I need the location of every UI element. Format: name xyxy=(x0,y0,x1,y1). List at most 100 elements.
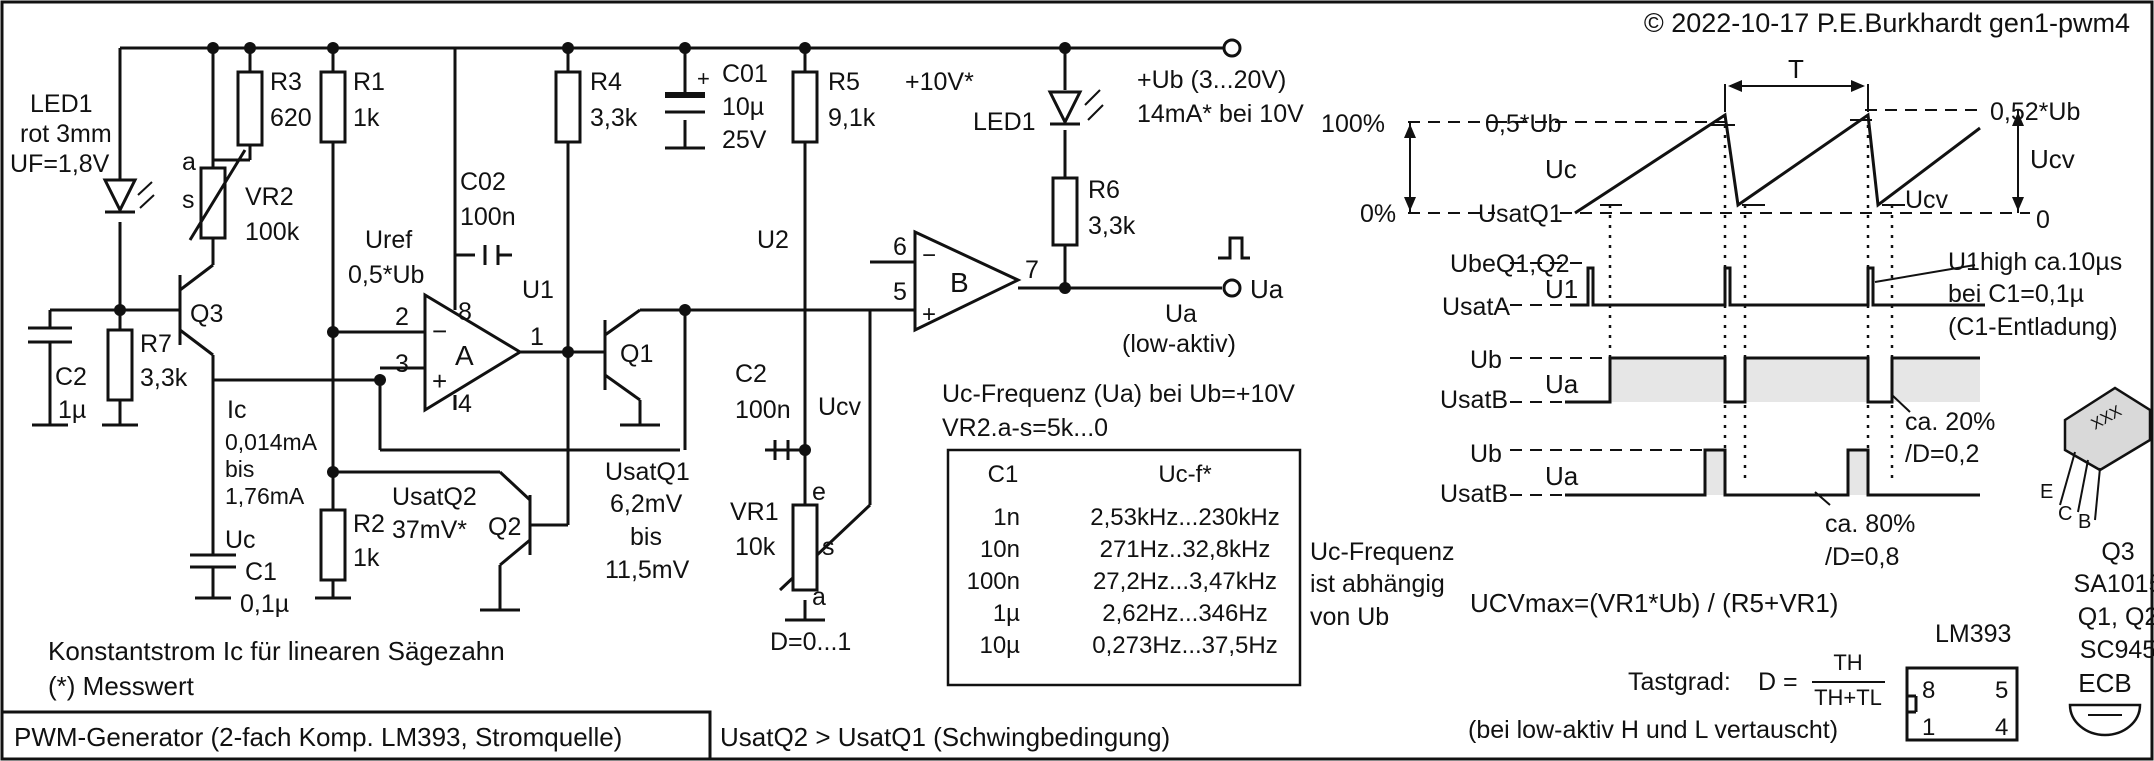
svg-text:5: 5 xyxy=(1995,677,2008,704)
svg-text:LED1: LED1 xyxy=(30,90,93,118)
svg-text:Uref: Uref xyxy=(365,226,412,254)
svg-text:UsatQ1: UsatQ1 xyxy=(1478,200,1563,228)
footer: PWM-Generator (2-fach Komp. LM393, Strom… xyxy=(0,710,1170,761)
svg-text:UCVmax=(VR1*Ub) / (R5+VR1): UCVmax=(VR1*Ub) / (R5+VR1) xyxy=(1470,588,1838,618)
right-annotations: UCVmax=(VR1*Ub) / (R5+VR1) LM393 8 5 1 4… xyxy=(1468,386,2154,744)
table-row: 1µ 2,62Hz...346Hz xyxy=(993,600,1268,627)
svg-text:bei C1=0,1µ: bei C1=0,1µ xyxy=(1948,280,2084,308)
svg-text:6,2mV: 6,2mV xyxy=(610,490,683,518)
svg-text:0,5*Ub: 0,5*Ub xyxy=(1485,110,1561,138)
svg-text:VR2.a-s=5k...0: VR2.a-s=5k...0 xyxy=(942,414,1108,442)
svg-text:1n: 1n xyxy=(993,504,1020,531)
svg-text:Ub: Ub xyxy=(1470,440,1502,468)
table-row: 100n 27,2Hz...3,47kHz xyxy=(967,568,1277,595)
svg-text:E: E xyxy=(2040,481,2053,503)
left-labels: LED1 rot 3mm UF=1,8V R3 620 a s VR2 100k… xyxy=(10,68,690,701)
svg-text:U1: U1 xyxy=(1545,274,1578,304)
svg-text:7: 7 xyxy=(1025,256,1039,284)
svg-text:11,5mV: 11,5mV xyxy=(605,556,690,584)
frequency-table: C1 Uc-f* 1n 2,53kHz...230kHz 10n 271Hz..… xyxy=(946,448,1302,687)
svg-text:UF=1,8V: UF=1,8V xyxy=(10,150,110,178)
schematic-components: + xyxy=(28,42,1104,592)
svg-text:100%: 100% xyxy=(1321,110,1385,138)
timing-diagram: T xyxy=(1404,54,2030,506)
svg-text:TH: TH xyxy=(1833,650,1862,675)
svg-text:rot 3mm: rot 3mm xyxy=(20,120,112,148)
svg-text:4: 4 xyxy=(458,390,472,418)
svg-text:0,52*Ub: 0,52*Ub xyxy=(1990,98,2080,126)
svg-text:Ucv: Ucv xyxy=(1905,186,1949,214)
svg-text:ist abhängig: ist abhängig xyxy=(1310,570,1445,598)
svg-text:100k: 100k xyxy=(245,218,300,246)
svg-text:s: s xyxy=(182,186,195,214)
svg-text:10µ: 10µ xyxy=(979,632,1020,659)
svg-text:27,2Hz...3,47kHz: 27,2Hz...3,47kHz xyxy=(1093,568,1277,595)
svg-text:T: T xyxy=(1788,54,1804,84)
svg-text:8: 8 xyxy=(458,298,472,326)
svg-text:2,62Hz...346Hz: 2,62Hz...346Hz xyxy=(1102,600,1267,627)
svg-text:0%: 0% xyxy=(1360,200,1396,228)
svg-text:9,1k: 9,1k xyxy=(828,104,876,132)
svg-text:UbeQ1,Q2: UbeQ1,Q2 xyxy=(1450,250,1570,278)
svg-text:(*) Messwert: (*) Messwert xyxy=(48,671,195,701)
svg-text:A: A xyxy=(455,340,474,371)
table-header: C1 xyxy=(988,461,1019,488)
table-row: 10µ 0,273Hz...37,5Hz xyxy=(979,632,1277,659)
svg-text:C01: C01 xyxy=(722,60,768,88)
svg-text:Q1: Q1 xyxy=(620,340,653,368)
svg-text:(bei low-aktiv H und L vertaus: (bei low-aktiv H und L vertauscht) xyxy=(1468,716,1838,744)
svg-text:a: a xyxy=(182,148,196,176)
svg-text:1: 1 xyxy=(1922,714,1935,741)
table-row: 10n 271Hz..32,8kHz xyxy=(980,536,1270,563)
svg-text:UsatQ2: UsatQ2 xyxy=(392,483,477,511)
svg-text:C02: C02 xyxy=(460,168,506,196)
svg-text:+: + xyxy=(922,301,936,328)
svg-text:Ucv: Ucv xyxy=(2030,144,2075,174)
svg-text:e: e xyxy=(812,478,826,506)
svg-text:Ua: Ua xyxy=(1250,274,1284,304)
svg-text:0: 0 xyxy=(2036,206,2050,234)
svg-text:2,53kHz...230kHz: 2,53kHz...230kHz xyxy=(1090,504,1279,531)
svg-text:6: 6 xyxy=(893,233,907,261)
svg-text:C2: C2 xyxy=(735,360,767,388)
svg-text:(low-aktiv): (low-aktiv) xyxy=(1122,330,1236,358)
svg-text:Q2: Q2 xyxy=(488,513,521,541)
svg-text:U2: U2 xyxy=(757,226,789,254)
svg-text:−: − xyxy=(432,316,447,346)
svg-text:B: B xyxy=(2078,511,2091,533)
svg-text:100n: 100n xyxy=(967,568,1020,595)
footer-title: PWM-Generator (2-fach Komp. LM393, Strom… xyxy=(14,722,622,752)
svg-text:LED1: LED1 xyxy=(973,108,1036,136)
svg-text:C2: C2 xyxy=(55,363,87,391)
svg-text:Ua: Ua xyxy=(1545,461,1579,491)
svg-text:R2: R2 xyxy=(353,510,385,538)
svg-text:10µ: 10µ xyxy=(722,93,764,121)
svg-text:Uc: Uc xyxy=(225,526,256,554)
svg-text:UsatB: UsatB xyxy=(1440,480,1508,508)
svg-text:10n: 10n xyxy=(980,536,1020,563)
svg-text:s: s xyxy=(822,533,835,561)
svg-text:1µ: 1µ xyxy=(993,600,1020,627)
table-row: 1n 2,53kHz...230kHz xyxy=(993,504,1279,531)
svg-text:1,76mA: 1,76mA xyxy=(225,483,305,509)
svg-text:100n: 100n xyxy=(735,396,791,424)
table-header: Uc-f* xyxy=(1158,461,1211,488)
svg-text:R3: R3 xyxy=(270,68,302,96)
svg-text:Ucv: Ucv xyxy=(818,393,862,421)
svg-text:0,5*Ub: 0,5*Ub xyxy=(348,261,424,289)
svg-text:ca. 20%: ca. 20% xyxy=(1905,408,1995,436)
svg-text:ECB: ECB xyxy=(2078,668,2131,698)
svg-text:SA1015: SA1015 xyxy=(2074,570,2154,598)
svg-text:(C1-Entladung): (C1-Entladung) xyxy=(1948,313,2118,341)
timing-labels: 100% 0% 0,5*Ub 0,52*Ub Ucv 0 Uc UsatQ1 U… xyxy=(1321,98,2122,571)
svg-text:Uc-Frequenz (Ua) bei Ub=+10V: Uc-Frequenz (Ua) bei Ub=+10V xyxy=(942,380,1295,408)
svg-text:−: − xyxy=(922,242,936,269)
svg-text:1k: 1k xyxy=(353,544,380,572)
svg-text:0,273Hz...37,5Hz: 0,273Hz...37,5Hz xyxy=(1092,632,1277,659)
svg-text:Ub: Ub xyxy=(1470,346,1502,374)
svg-text:1k: 1k xyxy=(353,104,380,132)
svg-text:2: 2 xyxy=(395,303,409,331)
svg-text:R6: R6 xyxy=(1088,176,1120,204)
